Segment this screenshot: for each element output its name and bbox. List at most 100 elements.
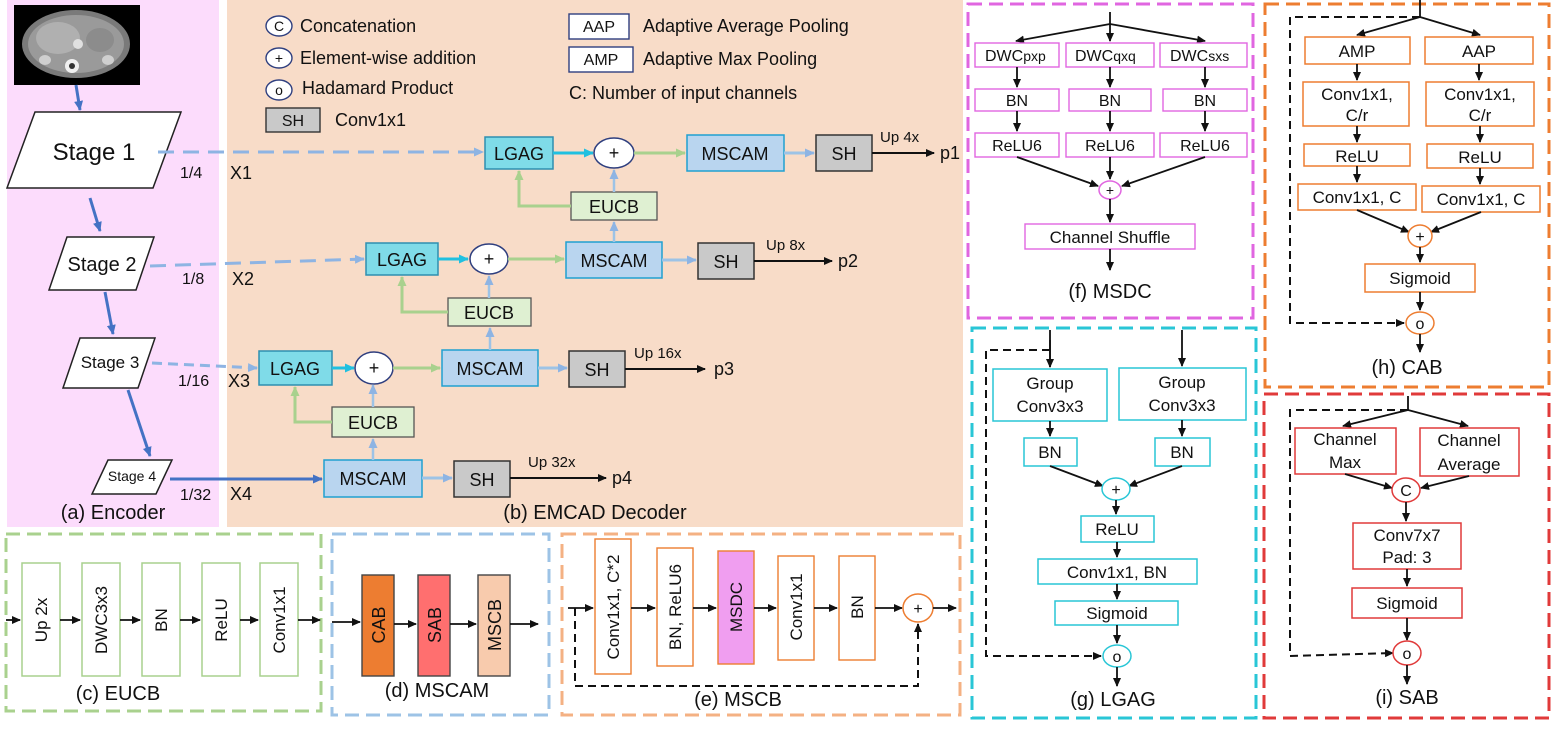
mscam-2-label: MSCAM bbox=[581, 251, 648, 271]
msdc-dwc-s: DWCsxs bbox=[1170, 48, 1229, 65]
mscam-mscb-label: MSCB bbox=[485, 599, 505, 651]
cab-sigmoid-label: Sigmoid bbox=[1389, 269, 1450, 288]
output-p2: p2 bbox=[838, 251, 858, 271]
legend-hadamard-label: Hadamard Product bbox=[302, 78, 453, 98]
sh-4-label: SH bbox=[469, 470, 494, 490]
eucb-dwc3x3: DWC3x3 bbox=[92, 586, 111, 654]
lgag-bn-b-label: BN bbox=[1170, 443, 1194, 462]
lgag-3-label: LGAG bbox=[270, 359, 320, 379]
msdc-dwc-q: DWCqxq bbox=[1075, 48, 1136, 65]
msdc-relu6-1: ReLU6 bbox=[992, 138, 1042, 155]
cab-conv-b-1: Conv1x1, bbox=[1444, 85, 1516, 104]
lgag-bn-a-label: BN bbox=[1038, 443, 1062, 462]
cab-conv-cr-a bbox=[1302, 81, 1410, 127]
msdc-caption: (f) MSDC bbox=[1068, 281, 1151, 303]
stage-2-label: Stage 2 bbox=[68, 254, 137, 276]
mscam-caption: (d) MSCAM bbox=[385, 680, 489, 702]
sab-channel-average bbox=[1419, 427, 1520, 477]
mscam-block-4 bbox=[323, 459, 423, 498]
add-2-symbol: + bbox=[484, 249, 495, 269]
cab-relu-a-label: ReLU bbox=[1335, 147, 1378, 166]
encoder-caption: (a) Encoder bbox=[61, 502, 166, 524]
eucb-bn: BN bbox=[152, 608, 171, 632]
cab-relu-b-label: ReLU bbox=[1458, 148, 1501, 167]
mscam-4-label: MSCAM bbox=[340, 469, 407, 489]
mscam-mscb-block bbox=[477, 574, 511, 677]
add-symbol: + bbox=[275, 50, 283, 66]
sab-conv7x7 bbox=[1352, 522, 1462, 570]
legend-sh-desc: Conv1x1 bbox=[335, 110, 406, 130]
decoder-caption: (b) EMCAD Decoder bbox=[503, 502, 687, 524]
eucb-1-label: EUCB bbox=[589, 197, 639, 217]
cab-conv-c-b-label: Conv1x1, C bbox=[1437, 190, 1526, 209]
lgag-hadamard-symbol: o bbox=[1113, 649, 1122, 666]
msdc-dwc-p: DWCpxp bbox=[985, 48, 1046, 65]
lgag-conv-bn bbox=[1037, 558, 1198, 585]
mscam-cab-block bbox=[361, 574, 395, 677]
mscb-panel-frame bbox=[560, 532, 962, 717]
msdc-branches bbox=[974, 42, 1248, 158]
lgag-conv-bn-label: Conv1x1, BN bbox=[1067, 563, 1167, 582]
ratio-2: 1/8 bbox=[182, 271, 204, 288]
lgag-add-symbol: + bbox=[1111, 482, 1120, 499]
legend-channels-note: C: Number of input channels bbox=[569, 83, 797, 103]
up-32x-label: Up 32x bbox=[528, 454, 576, 471]
eucb-relu: ReLU bbox=[212, 598, 231, 641]
mscb-bn: BN bbox=[848, 595, 867, 619]
ratio-4: 1/32 bbox=[180, 487, 211, 504]
legend-sh-box: SH bbox=[282, 113, 304, 130]
feature-x4: X4 bbox=[230, 484, 252, 504]
lgag-group-b-1: Group bbox=[1158, 373, 1205, 392]
cab-conv-c-a-label: Conv1x1, C bbox=[1313, 188, 1402, 207]
sab-channel-max bbox=[1294, 427, 1397, 475]
legend: C Concatenation + Element-wise addition … bbox=[265, 13, 849, 133]
sab-max-1: Channel bbox=[1313, 430, 1376, 449]
msdc-bn-1: BN bbox=[1006, 93, 1028, 110]
cab-conv-a-1: Conv1x1, bbox=[1321, 85, 1393, 104]
lgag-sigmoid-label: Sigmoid bbox=[1086, 604, 1147, 623]
cab-hadamard-symbol: o bbox=[1416, 316, 1425, 333]
lgag-caption: (g) LGAG bbox=[1070, 689, 1156, 711]
sab-conv-2: Pad: 3 bbox=[1382, 548, 1431, 567]
sab-hadamard-symbol: o bbox=[1403, 646, 1412, 663]
sh-2-label: SH bbox=[713, 252, 738, 272]
eucb-caption: (c) EUCB bbox=[76, 683, 160, 705]
sab-max-2: Max bbox=[1329, 453, 1362, 472]
add-1-symbol: + bbox=[609, 143, 620, 163]
lgag-group-a-1: Group bbox=[1026, 374, 1073, 393]
cab-panel-frame bbox=[1263, 2, 1551, 389]
cab-aap-label: AAP bbox=[1462, 42, 1496, 61]
msdc-relu6-3: ReLU6 bbox=[1180, 138, 1230, 155]
ratio-3: 1/16 bbox=[178, 373, 209, 390]
msdc-bn-3: BN bbox=[1194, 93, 1216, 110]
mscam-sab-label: SAB bbox=[425, 607, 445, 643]
legend-amp-box: AMP bbox=[584, 52, 619, 69]
eucb-up2x: Up 2x bbox=[32, 597, 51, 642]
cab-conv-a-2: C/r bbox=[1346, 106, 1369, 125]
encoder-stage-4: Stage 4 bbox=[90, 459, 174, 495]
msdc-relu6-2: ReLU6 bbox=[1085, 138, 1135, 155]
sab-concat-symbol: C bbox=[1400, 483, 1412, 500]
up-8x-label: Up 8x bbox=[766, 237, 806, 254]
eucb-block-1 bbox=[570, 191, 658, 221]
sh-3-label: SH bbox=[584, 360, 609, 380]
feature-x1: X1 bbox=[230, 163, 252, 183]
stage-1-label: Stage 1 bbox=[53, 139, 136, 166]
lgag-1-label: LGAG bbox=[494, 144, 544, 164]
mscb-add-symbol: + bbox=[913, 601, 922, 618]
lgag-relu bbox=[1080, 515, 1155, 543]
output-p4: p4 bbox=[612, 468, 632, 488]
sh-block-3 bbox=[568, 350, 626, 388]
sab-sigmoid bbox=[1351, 587, 1463, 619]
legend-aap-box: AAP bbox=[583, 19, 615, 36]
legend-add-label: Element-wise addition bbox=[300, 48, 476, 68]
lgag-bn-a bbox=[1023, 437, 1078, 467]
eucb-2-label: EUCB bbox=[464, 303, 514, 323]
feature-x3: X3 bbox=[228, 371, 250, 391]
sab-sigmoid-label: Sigmoid bbox=[1376, 594, 1437, 613]
lgag-group-conv-b bbox=[1118, 367, 1247, 421]
legend-concat-label: Concatenation bbox=[300, 16, 416, 36]
lgag-group-conv-a bbox=[992, 368, 1108, 422]
sab-avg-1: Channel bbox=[1437, 431, 1500, 450]
